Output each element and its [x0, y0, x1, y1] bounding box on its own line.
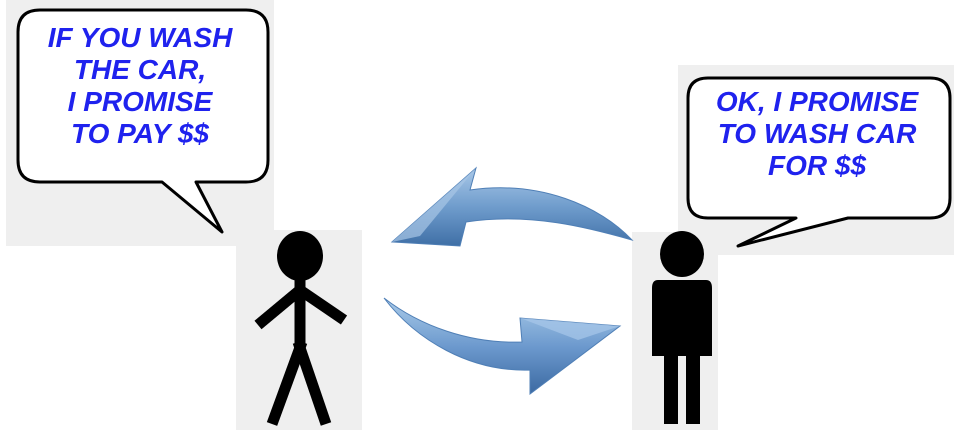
right-speech-line: TO WASH CAR [692, 118, 942, 150]
stick-figure-icon [258, 231, 344, 424]
right-speech-line: FOR $$ [692, 150, 942, 182]
left-speech-line: I PROMISE [20, 86, 260, 118]
right-speech-line: OK, I PROMISE [692, 86, 942, 118]
curved-arrow-right-icon [384, 298, 620, 394]
left-speech-line: TO PAY $$ [20, 118, 260, 150]
left-speech-line: IF YOU WASH [20, 22, 260, 54]
person-silhouette-icon [652, 231, 712, 424]
left-speech-text: IF YOU WASH THE CAR, I PROMISE TO PAY $$ [20, 22, 260, 150]
curved-arrow-left-icon [392, 168, 632, 246]
right-speech-text: OK, I PROMISE TO WASH CAR FOR $$ [692, 86, 942, 182]
left-speech-line: THE CAR, [20, 54, 260, 86]
